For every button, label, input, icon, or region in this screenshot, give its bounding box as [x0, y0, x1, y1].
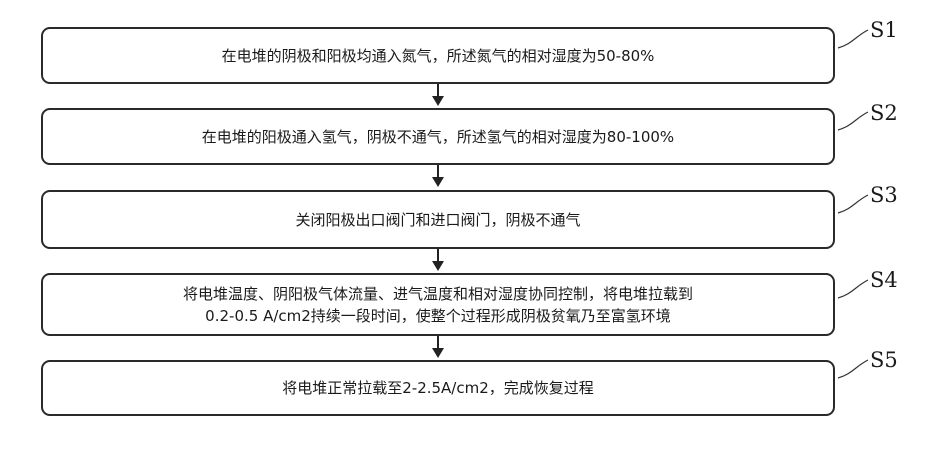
leader-line-s1 — [838, 30, 868, 48]
leader-line-s3 — [838, 195, 868, 213]
leader-line-s2 — [838, 112, 868, 130]
step-box-s4: 将电堆温度、阴阳极气体流量、进气温度和相对湿度协同控制，将电堆拉载到 0.2-0… — [41, 273, 835, 336]
arrow-s2-s3 — [432, 165, 444, 187]
arrow-s4-s5 — [432, 336, 444, 358]
step-box-s3: 关闭阳极出口阀门和进口阀门，阴极不通气 — [41, 190, 835, 249]
step-label-s4: S4 — [870, 268, 898, 292]
step-text-s5: 将电堆正常拉载至2-2.5A/cm2，完成恢复过程 — [282, 377, 594, 399]
step-text-s4: 将电堆温度、阴阳极气体流量、进气温度和相对湿度协同控制，将电堆拉载到 0.2-0… — [183, 283, 693, 327]
leader-line-s5 — [838, 360, 868, 378]
step-text-s1: 在电堆的阴极和阳极均通入氮气，所述氮气的相对湿度为50-80% — [222, 45, 655, 67]
leader-line-s4 — [838, 280, 868, 298]
step-text-s3: 关闭阳极出口阀门和进口阀门，阴极不通气 — [295, 209, 580, 231]
step-box-s2: 在电堆的阳极通入氢气，阴极不通气，所述氢气的相对湿度为80-100% — [41, 108, 835, 165]
arrow-s3-s4 — [432, 249, 444, 271]
step-label-s3: S3 — [870, 183, 898, 207]
step-label-s1: S1 — [870, 18, 898, 42]
step-label-s5: S5 — [870, 348, 898, 372]
arrow-s1-s2 — [432, 84, 444, 106]
step-text-s2: 在电堆的阳极通入氢气，阴极不通气，所述氢气的相对湿度为80-100% — [202, 126, 674, 148]
step-box-s5: 将电堆正常拉载至2-2.5A/cm2，完成恢复过程 — [41, 360, 835, 416]
step-label-s2: S2 — [870, 101, 898, 125]
step-box-s1: 在电堆的阴极和阳极均通入氮气，所述氮气的相对湿度为50-80% — [41, 27, 835, 84]
